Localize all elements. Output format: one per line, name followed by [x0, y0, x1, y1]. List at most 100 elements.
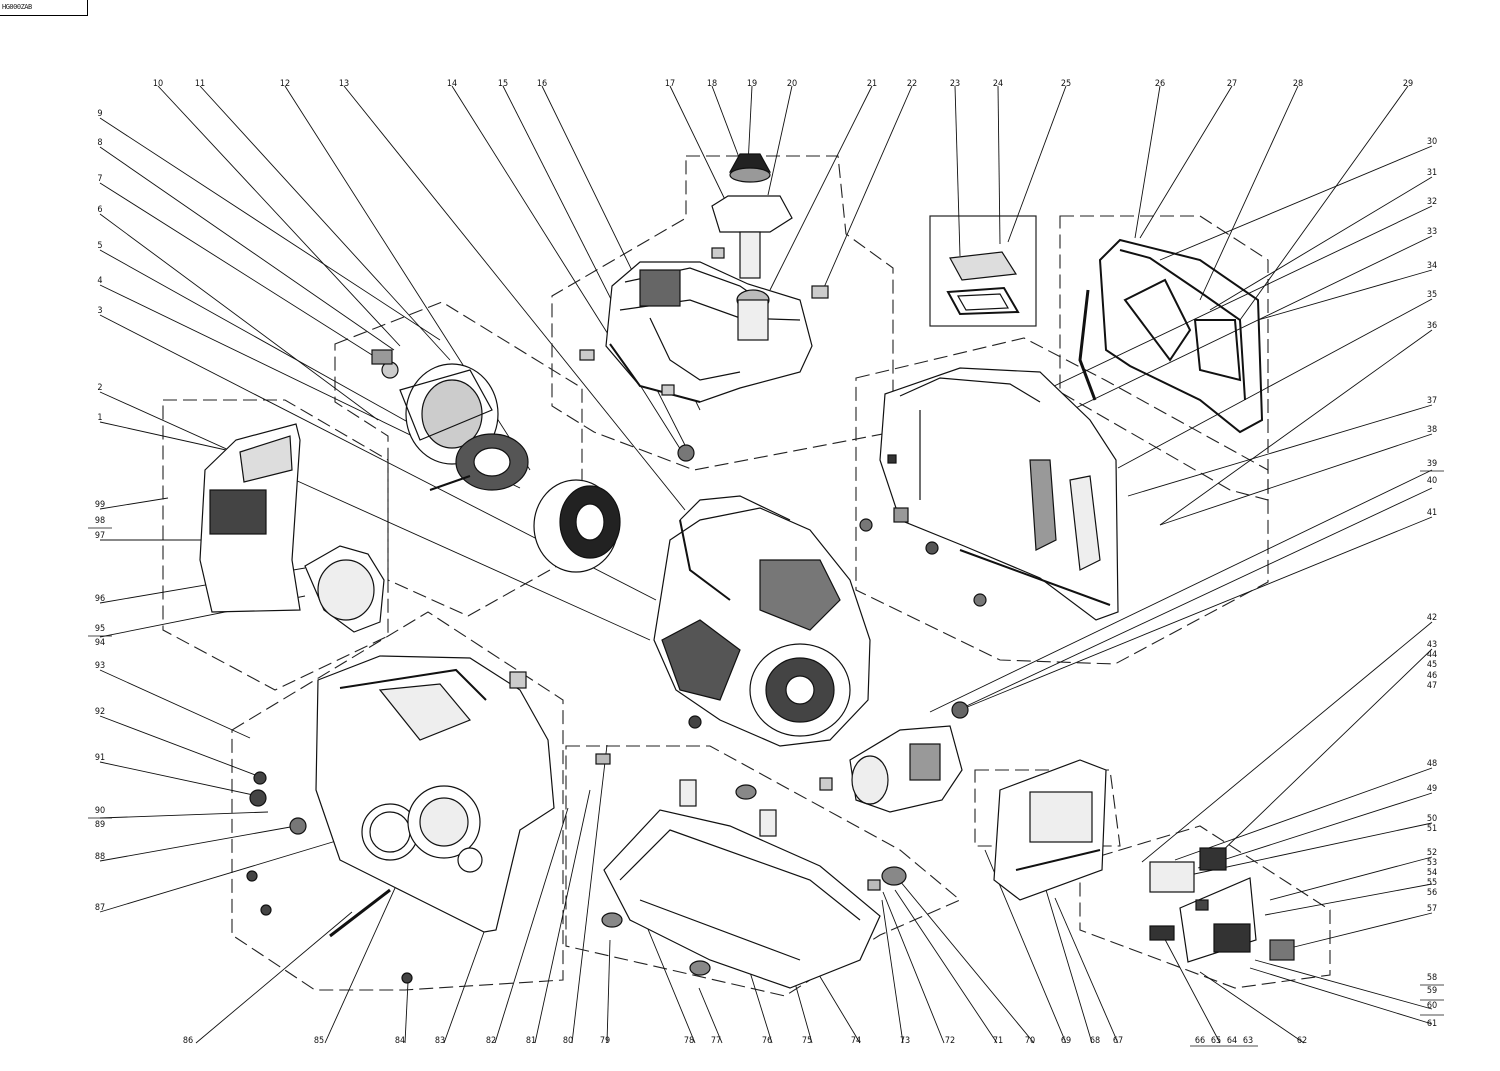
callout: 92 [95, 707, 105, 717]
callout: 81 [526, 1036, 536, 1046]
callout: 37 [1427, 396, 1437, 406]
tank-cushion-lower [579, 349, 595, 361]
callout: 70 [1025, 1036, 1035, 1046]
ignition-coil [371, 349, 393, 365]
callouts-left: 9 8 7 6 5 4 3 2 1 99 98 97 96 95 94 93 9… [88, 109, 112, 913]
callout: 90 [95, 806, 105, 816]
filter-box [929, 215, 1037, 327]
callouts-right: 30 31 32 33 34 35 36 37 38 39 40 41 42 4… [1420, 137, 1444, 1029]
callout: 61 [1427, 1019, 1437, 1029]
callout: 71 [993, 1036, 1003, 1046]
callout: 52 [1427, 848, 1437, 858]
carb-gasket [819, 777, 833, 791]
callout: 64 [1227, 1036, 1237, 1046]
callout: 4 [97, 276, 102, 286]
base-grommet [867, 879, 881, 891]
callout: 60 [1427, 1001, 1437, 1011]
callout: 62 [1297, 1036, 1307, 1046]
callout: 67 [1113, 1036, 1123, 1046]
callout: 84 [395, 1036, 405, 1046]
callout: 43 [1427, 640, 1437, 650]
left-cover [315, 655, 555, 933]
callout: 99 [95, 500, 105, 510]
engine-mount-bolt [688, 715, 702, 729]
callout: 31 [1427, 168, 1437, 178]
callout: 77 [711, 1036, 721, 1046]
callout: 11 [195, 79, 205, 89]
base-group-outline [565, 745, 962, 997]
callout: 49 [1427, 784, 1437, 794]
callout: 69 [1061, 1036, 1071, 1046]
callout: 23 [950, 79, 960, 89]
callout: 16 [537, 79, 547, 89]
callout: 27 [1227, 79, 1237, 89]
callout: 79 [600, 1036, 610, 1046]
callout: 38 [1427, 425, 1437, 435]
callout: 87 [95, 903, 105, 913]
callout: 28 [1293, 79, 1303, 89]
callout: 46 [1427, 671, 1437, 681]
callout: 65 [1211, 1036, 1221, 1046]
callout: 85 [314, 1036, 324, 1046]
rear-cover-group-outline [855, 337, 1269, 665]
fuel-tank [605, 261, 813, 403]
callout: 86 [183, 1036, 193, 1046]
callout: 19 [747, 79, 757, 89]
callout: 88 [95, 852, 105, 862]
callout: 95 [95, 624, 105, 634]
callout: 55 [1427, 878, 1437, 888]
inverter-module [993, 759, 1107, 901]
group-outlines [162, 155, 1331, 997]
fuel-cap [728, 153, 772, 183]
callout: 44 [1427, 650, 1437, 660]
callout: 7 [97, 174, 102, 184]
callout: 74 [851, 1036, 861, 1046]
callout: 75 [802, 1036, 812, 1046]
callout: 9 [97, 109, 102, 119]
parts [199, 153, 1295, 989]
rotor-flywheel [533, 479, 621, 573]
callout: 83 [435, 1036, 445, 1046]
callout: 39 [1427, 459, 1437, 469]
callout: 12 [280, 79, 290, 89]
callout: 18 [707, 79, 717, 89]
callout: 15 [498, 79, 508, 89]
choke-rod [329, 888, 391, 938]
engine [653, 495, 871, 747]
callout: 2 [97, 383, 102, 393]
callout: 59 [1427, 986, 1437, 996]
callout: 96 [95, 594, 105, 604]
fuel-filter-bracket [711, 195, 793, 279]
callout: 76 [762, 1036, 772, 1046]
callouts-top: 10 11 12 13 14 15 16 17 18 19 20 21 22 2… [153, 79, 1413, 89]
tank-cushion [811, 285, 829, 299]
callout: 93 [95, 661, 105, 671]
callout: 40 [1427, 476, 1437, 486]
callout: 10 [153, 79, 163, 89]
stator [429, 433, 529, 491]
drawing-id-box: HG000ZAB [0, 0, 88, 16]
control-panel [1149, 847, 1295, 963]
callout: 41 [1427, 508, 1437, 518]
side-cover-fasteners [246, 771, 413, 984]
tank-cushion-bottom [661, 384, 675, 396]
callout: 63 [1243, 1036, 1253, 1046]
callout: 21 [867, 79, 877, 89]
carburetor [849, 725, 963, 813]
carb-joint [951, 701, 969, 719]
callout: 56 [1427, 888, 1437, 898]
control-panel-group-outline [1079, 825, 1331, 989]
callout: 8 [97, 138, 102, 148]
callout: 3 [97, 306, 102, 316]
callout: 57 [1427, 904, 1437, 914]
callout: 14 [447, 79, 457, 89]
rubber-feet [601, 784, 907, 976]
callouts-bottom: 86 85 84 83 82 81 80 79 78 77 76 75 74 7… [183, 1036, 1307, 1047]
callout: 24 [993, 79, 1003, 89]
callout: 26 [1155, 79, 1165, 89]
callout: 6 [97, 205, 102, 215]
front-panel-group-outline [162, 399, 389, 691]
callout: 42 [1427, 613, 1437, 623]
callout: 25 [1061, 79, 1071, 89]
